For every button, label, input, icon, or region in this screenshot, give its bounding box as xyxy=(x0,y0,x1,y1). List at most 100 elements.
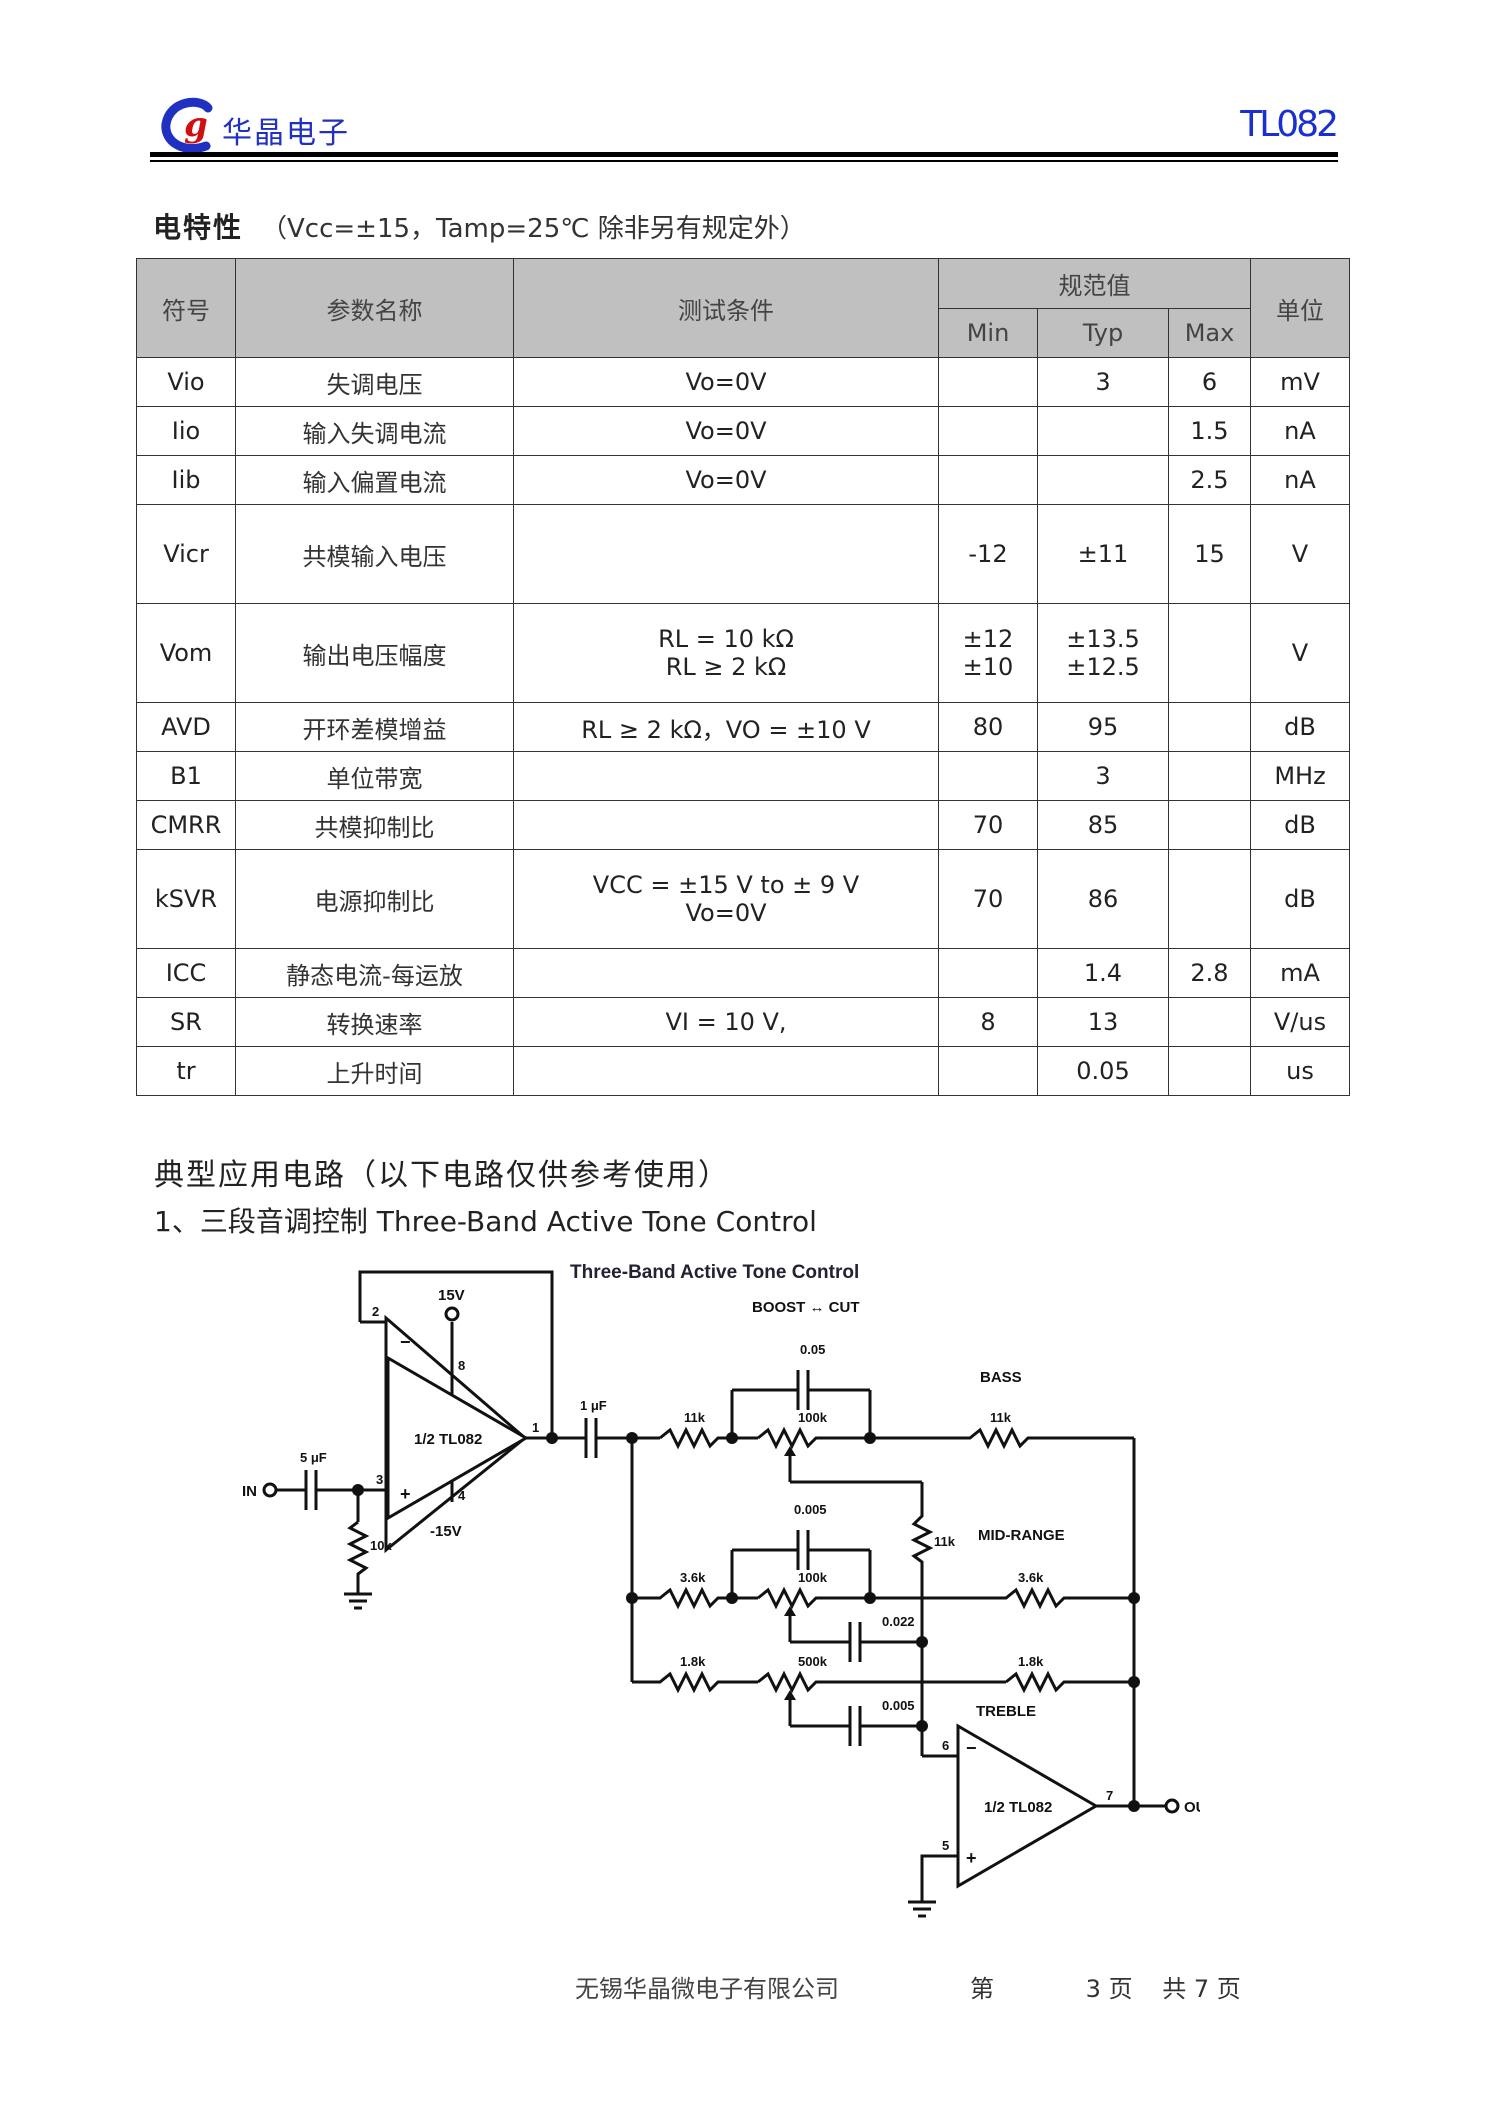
page-indicator: 第 3 页 共 7 页 xyxy=(970,1969,1241,2004)
cell-unit: nA xyxy=(1250,406,1350,456)
opamp-2 xyxy=(956,1723,1099,1889)
cell-max-line: 1.5 xyxy=(1190,417,1229,445)
cell-symbol: Vicr xyxy=(136,504,236,604)
cell-parameter: 共模抑制比 xyxy=(235,800,514,850)
r-11k-b-label: 11k xyxy=(990,1410,1012,1425)
treble-label: TREBLE xyxy=(976,1703,1036,1720)
cell-unit: mV xyxy=(1250,357,1350,407)
cell-unit: V xyxy=(1250,504,1350,604)
cell-max: 2.5 xyxy=(1168,455,1251,505)
cell-max-line: 2.5 xyxy=(1190,466,1229,494)
cell-conditions xyxy=(513,1046,939,1096)
c-0005-a-label: 0.005 xyxy=(794,1502,827,1517)
c-0005-b-label: 0.005 xyxy=(882,1698,915,1713)
total-pages: 7 xyxy=(1193,1975,1210,2003)
cell-conditions-line: RL ≥ 2 kΩ xyxy=(665,653,787,681)
cell-typ-line: ±11 xyxy=(1077,540,1129,568)
cell-typ: 0.05 xyxy=(1037,1046,1169,1096)
cell-typ xyxy=(1037,406,1169,456)
cell-conditions-line: Vo=0V xyxy=(685,899,767,927)
company-logo: g xyxy=(161,97,213,154)
cell-conditions-line: RL ≥ 2 kΩ，VO = ±10 V xyxy=(581,715,871,744)
cell-min-line: ±10 xyxy=(962,653,1014,681)
cell-typ: 1.4 xyxy=(1037,948,1169,998)
header-min: Min xyxy=(938,308,1038,358)
cell-symbol: kSVR xyxy=(136,849,236,949)
cell-max xyxy=(1168,603,1251,703)
cell-max xyxy=(1168,849,1251,949)
cell-typ xyxy=(1037,455,1169,505)
mid-range-label: MID-RANGE xyxy=(978,1527,1065,1544)
pin-5: 5 xyxy=(942,1838,949,1853)
c-005-label: 0.05 xyxy=(800,1342,825,1357)
tone-control-schematic: Three-Band Active Tone Control BOOST ↔ C… xyxy=(242,1262,1200,1918)
cell-max xyxy=(1168,1046,1251,1096)
cell-max-line: 15 xyxy=(1194,540,1225,568)
cell-unit: V/us xyxy=(1250,997,1350,1047)
opamp-1-label: 1/2 TL082 xyxy=(414,1431,482,1448)
r-11k-a-label: 11k xyxy=(684,1410,706,1425)
application-title: 典型应用电路（以下电路仅供参考使用） xyxy=(154,1158,730,1193)
cell-typ: 86 xyxy=(1037,849,1169,949)
cell-typ: ±11 xyxy=(1037,504,1169,604)
cell-conditions: Vo=0V xyxy=(513,357,939,407)
r-3-6k-a-label: 3.6k xyxy=(680,1570,706,1585)
cell-unit: dB xyxy=(1250,849,1350,949)
cell-symbol: Iio xyxy=(136,406,236,456)
pin-6: 6 xyxy=(942,1738,949,1753)
c-couple-label: 1 μF xyxy=(580,1398,607,1413)
cell-parameter: 输出电压幅度 xyxy=(235,603,514,703)
company-name: 华晶电子 xyxy=(222,116,350,151)
cell-unit: mA xyxy=(1250,948,1350,998)
inverting-sign: − xyxy=(400,1332,411,1352)
cell-parameter: 开环差模增益 xyxy=(235,702,514,752)
page-label-mid: 页 xyxy=(1108,1975,1133,2003)
cell-symbol: SR xyxy=(136,997,236,1047)
opamp-2-label: 1/2 TL082 xyxy=(984,1799,1052,1816)
cell-conditions xyxy=(513,504,939,604)
cell-min xyxy=(938,948,1038,998)
header-parameter: 参数名称 xyxy=(235,258,514,358)
cell-min: 8 xyxy=(938,997,1038,1047)
cell-conditions-line: Vo=0V xyxy=(685,417,767,445)
bass-label: BASS xyxy=(980,1369,1022,1386)
cell-typ: 85 xyxy=(1037,800,1169,850)
page-label: 第 xyxy=(970,1975,994,2003)
cell-typ: 3 xyxy=(1037,751,1169,801)
cell-min-line: 70 xyxy=(972,885,1004,913)
cell-symbol: AVD xyxy=(136,702,236,752)
v-pos-label: 15V xyxy=(438,1287,465,1304)
cell-conditions-line: VCC = ±15 V to ± 9 V xyxy=(592,871,860,899)
cell-conditions: Vo=0V xyxy=(513,455,939,505)
total-label-post: 页 xyxy=(1216,1975,1241,2003)
cell-typ-line: 13 xyxy=(1087,1008,1119,1036)
cell-typ-line: ±12.5 xyxy=(1066,653,1140,681)
cell-typ: 3 xyxy=(1037,357,1169,407)
cell-typ: ±13.5±12.5 xyxy=(1037,603,1169,703)
cell-parameter: 单位带宽 xyxy=(235,751,514,801)
cell-parameter: 电源抑制比 xyxy=(235,849,514,949)
cell-symbol: tr xyxy=(136,1046,236,1096)
cell-typ-line: 3 xyxy=(1095,368,1111,396)
cell-typ: 95 xyxy=(1037,702,1169,752)
r-1-8k-b-label: 1.8k xyxy=(1018,1654,1044,1669)
header-max: Max xyxy=(1168,308,1251,358)
pin-3: 3 xyxy=(376,1472,383,1487)
noninverting-sign: + xyxy=(400,1484,411,1504)
cell-max xyxy=(1168,702,1251,752)
cell-conditions xyxy=(513,948,939,998)
svg-text:g: g xyxy=(184,105,208,145)
cell-max: 6 xyxy=(1168,357,1251,407)
cell-conditions: Vo=0V xyxy=(513,406,939,456)
cell-max: 2.8 xyxy=(1168,948,1251,998)
